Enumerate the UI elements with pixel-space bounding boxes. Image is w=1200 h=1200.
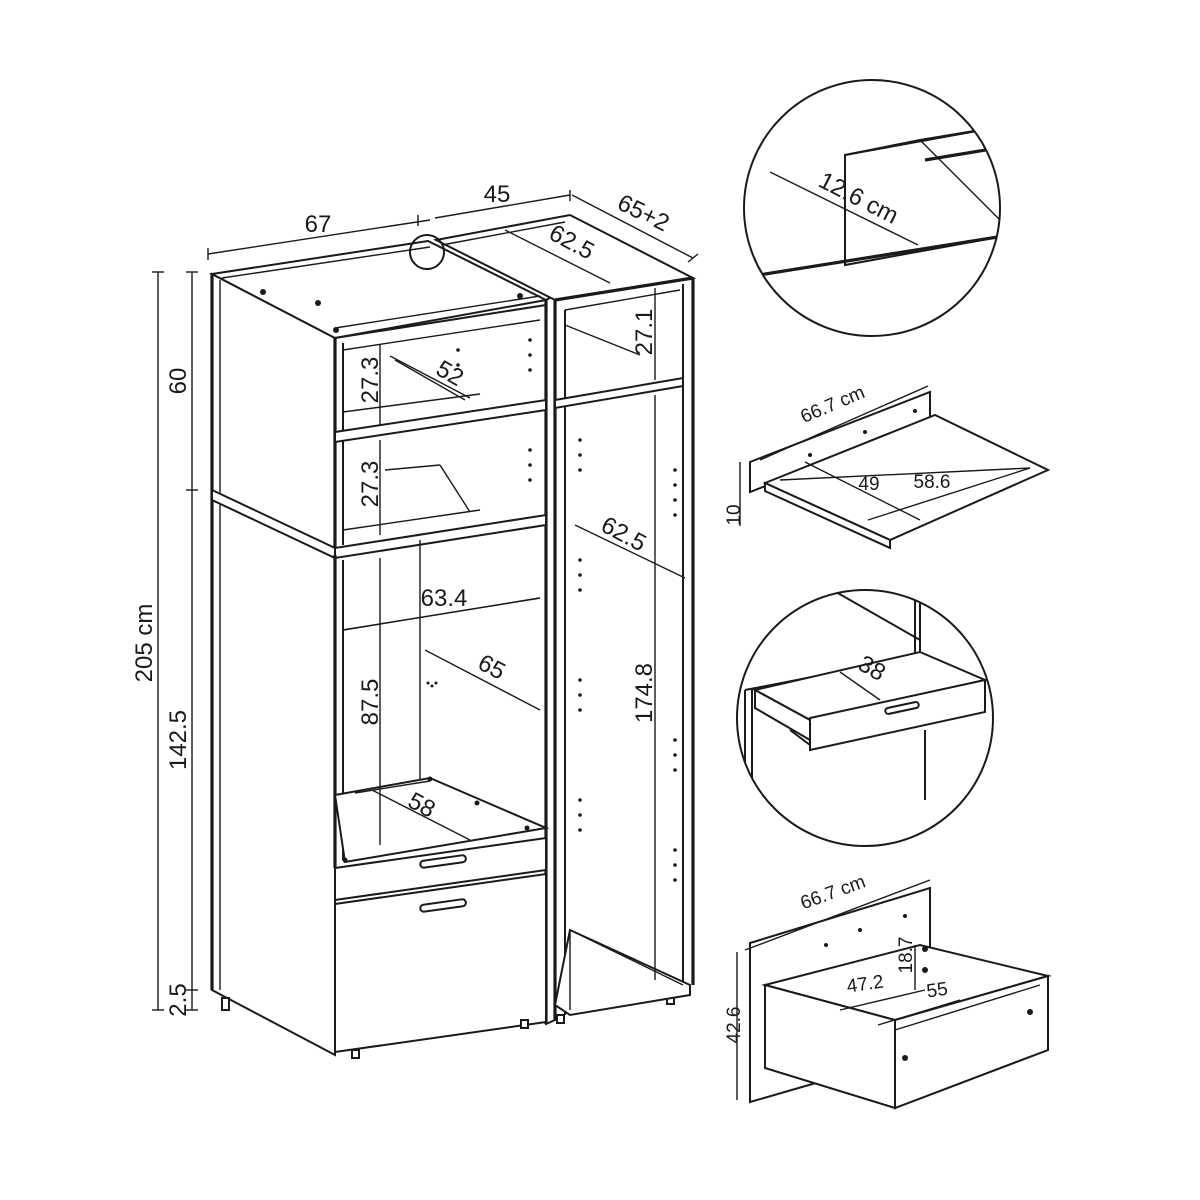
detail-shelf: 66.7 cm 10 49 58.6 (724, 382, 1051, 550)
label-width-right: 45 (484, 181, 511, 208)
label-shelf-height-2: 27.3 (357, 461, 384, 508)
label-box-height: 42.6 (724, 1007, 745, 1044)
label-shelf-depth: 52 (431, 355, 468, 392)
label-height-upper: 60 (165, 368, 192, 395)
label-shelf-height: 10 (724, 504, 745, 525)
label-shelf-height-1: 27.3 (357, 357, 384, 404)
label-shelf-depth-b: 58.6 (914, 472, 951, 493)
label-niche-width: 63.4 (421, 585, 468, 612)
box-front (894, 974, 1049, 1110)
detail-edge-thickness: 12.6 cm (743, 79, 1001, 337)
small-drawer-handle (419, 854, 467, 869)
foot (351, 1049, 360, 1059)
main-cabinet (208, 213, 697, 1059)
upper-shelf-2 (334, 513, 547, 560)
upper-shelf-1 (334, 398, 547, 444)
label-width-left: 67 (305, 211, 332, 238)
label-niche-depth: 65 (473, 649, 509, 685)
detail-callout-circle (409, 234, 445, 270)
niche-base (333, 776, 550, 864)
large-drawer-handle (419, 898, 467, 913)
label-box-inner-height: 18.7 (896, 937, 917, 974)
left-side-panel (211, 272, 336, 1057)
foot (520, 1019, 529, 1029)
drawer-front (809, 678, 986, 752)
label-right-inner-depth: 62.5 (597, 511, 651, 557)
label-shelf-depth-a: 49 (858, 474, 879, 495)
right-bottom-board (553, 928, 691, 1017)
label-right-top-height: 27.1 (631, 309, 658, 356)
right-top-shelf (554, 376, 684, 410)
label-height-total: 205 cm (131, 604, 158, 683)
label-niche-height: 87.5 (357, 679, 384, 726)
foot (221, 997, 230, 1011)
label-height-feet: 2.5 (165, 983, 192, 1016)
main-dimension-lines (152, 190, 699, 1011)
small-drawer-front (334, 836, 547, 902)
label-box-inner-depth-a: 47.2 (845, 972, 885, 998)
detail-box-drawer: 66.7 cm 42.6 18.7 47.2 55 (724, 871, 1052, 1110)
label-box-inner-depth-b: 55 (925, 979, 949, 1003)
label-right-inner-height: 174.8 (631, 663, 658, 723)
shelf-board (762, 413, 1051, 542)
peg-holes (426, 338, 677, 882)
large-drawer-front (334, 872, 547, 1054)
label-height-lower: 142.5 (165, 710, 192, 770)
foot (556, 1014, 565, 1024)
label-depth-top: 65+2 (613, 189, 673, 237)
detail-drawer: 38 (736, 589, 994, 847)
